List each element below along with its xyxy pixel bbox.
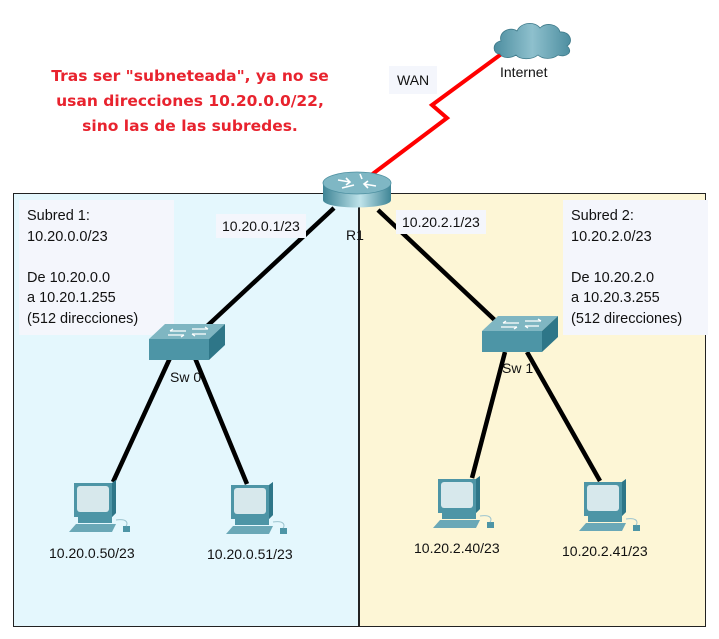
subnet-title: Subred 1: — [27, 208, 90, 224]
title-line: Tras ser "subneteada", ya no se — [51, 67, 329, 85]
wan-label: WAN — [389, 66, 438, 94]
pc-icon[interactable] — [66, 480, 136, 536]
switch-1-name: Sw 1 — [502, 360, 534, 376]
switch-icon[interactable] — [148, 323, 226, 361]
title-line: usan direcciones 10.20.0.0/22, — [56, 92, 324, 110]
wan-link — [356, 42, 517, 187]
router-name: R1 — [346, 227, 364, 243]
subnet-1-info: Subred 1: 10.20.0.0/23 De 10.20.0.0 a 10… — [19, 200, 174, 335]
link-sw0-pc0 — [110, 357, 173, 483]
pc-icon[interactable] — [430, 476, 500, 532]
pc-icon[interactable] — [576, 479, 646, 535]
link-r1-sw0 — [203, 206, 336, 330]
subnet-2-info: Subred 2: 10.20.2.0/23 De 10.20.2.0 a 10… — [563, 200, 708, 335]
router-icon[interactable] — [320, 168, 394, 220]
link-sw0-pc1 — [192, 357, 250, 485]
cloud-icon[interactable] — [490, 18, 576, 60]
subnet-range-from: De 10.20.2.0 — [571, 269, 655, 286]
subnet-count: (512 direcciones) — [571, 310, 683, 327]
pc-icon[interactable] — [223, 482, 293, 538]
subnet-range-from: De 10.20.0.0 — [27, 269, 111, 286]
subnet-title: Subred 2: — [571, 208, 634, 224]
link-sw1-pc0 — [469, 351, 508, 479]
subnet-network: 10.20.0.0/23 — [27, 228, 108, 245]
router-left-interface: 10.20.0.1/23 — [216, 214, 306, 238]
subnet-count: (512 direcciones) — [27, 310, 139, 327]
pc-ip-label: 10.20.0.51/23 — [207, 546, 293, 562]
router-right-interface: 10.20.2.1/23 — [396, 210, 486, 234]
title-line: sino las de las subredes. — [82, 117, 298, 135]
internet-label: Internet — [500, 64, 548, 80]
switch-0-name: Sw 0 — [170, 369, 202, 385]
title-note: Tras ser "subneteada", ya no se usan dir… — [0, 64, 380, 139]
pc-ip-label: 10.20.2.41/23 — [562, 543, 648, 559]
subnet-network: 10.20.2.0/23 — [571, 228, 652, 245]
subnet-range-to: a 10.20.3.255 — [571, 290, 660, 306]
subnet-range-to: a 10.20.1.255 — [27, 290, 116, 306]
switch-icon[interactable] — [481, 315, 559, 353]
pc-ip-label: 10.20.0.50/23 — [49, 545, 135, 561]
pc-ip-label: 10.20.2.40/23 — [414, 540, 500, 556]
link-sw1-pc1 — [525, 350, 602, 483]
zone-divider — [358, 193, 360, 627]
